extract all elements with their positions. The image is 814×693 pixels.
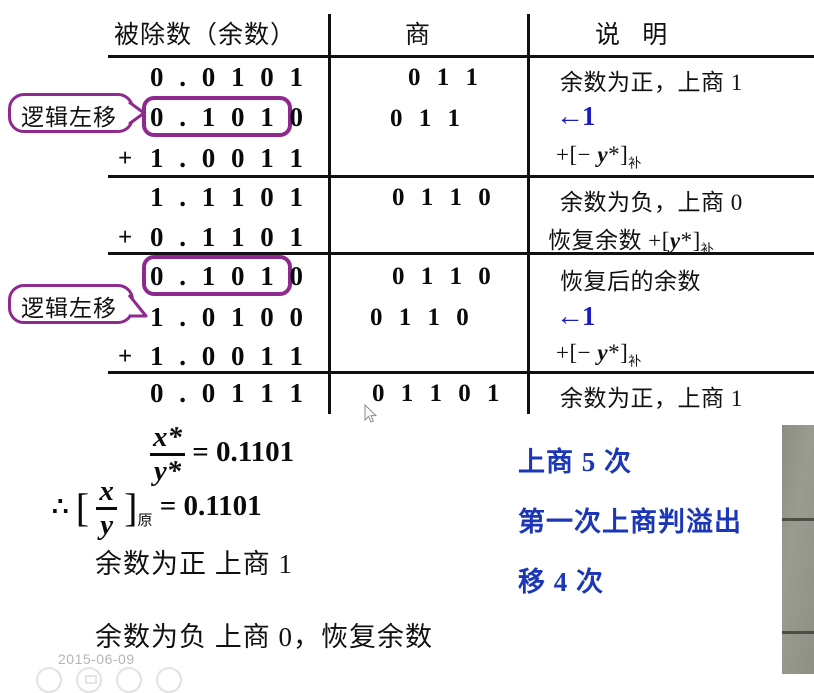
blue-note-quotient-count: 上商 5 次 <box>518 447 632 477</box>
dividend-value: 0 . 1 0 1 0 <box>150 102 308 132</box>
note-text: 余数为正，上商 1 <box>560 70 743 95</box>
footer-circle-icon-1[interactable] <box>36 667 62 693</box>
header-note: 说 明 <box>595 22 676 49</box>
operator-sign: + <box>118 145 133 172</box>
panel-seam <box>782 518 814 521</box>
left-arrow-icon: ← <box>556 301 584 332</box>
dividend-value: 0 . 0 1 1 1 <box>150 378 308 408</box>
callout-logical-left-shift-2: 逻辑左移 <box>8 284 134 324</box>
subscript-yuan: 原 <box>137 513 153 530</box>
callout-tail-icon-1 <box>128 100 146 126</box>
right-edge-panel <box>782 425 814 674</box>
callout-tail-icon-2 <box>128 294 148 318</box>
division-trace-table: 被除数（余数） 商 说 明 0 . 0 1 0 1 0 . 1 0 1 0 + … <box>8 14 814 423</box>
note-shift-left-1: ←1 <box>556 101 596 133</box>
table-column-divider-1 <box>328 14 331 414</box>
dividend-value: 0 . 1 1 0 1 <box>150 222 308 252</box>
quotient-value: 0 1 1 0 <box>392 263 496 290</box>
quotient-value: 0 1 1 0 <box>370 304 474 331</box>
formula-original-code: ∴ [ x y ]原 = 0.1101 <box>52 477 262 540</box>
shift-count: 1 <box>582 301 596 331</box>
rule-remainder-positive: 余数为正 上商 1 <box>95 549 293 579</box>
blue-note-shift-count: 移 4 次 <box>518 567 604 597</box>
operator-sign: + <box>118 224 133 251</box>
rule-remainder-negative: 余数为负 上商 0，恢复余数 <box>95 622 433 652</box>
dividend-value: 0 . 0 1 0 1 <box>150 62 308 92</box>
fraction-x-y: x y <box>96 477 117 540</box>
fraction-xstar-ystar: x* y* <box>150 423 185 486</box>
note-shift-left-2: ←1 <box>556 301 596 333</box>
table-rule-2 <box>108 252 814 255</box>
timestamp-label: 2015-06-09 <box>58 651 135 667</box>
fraction-denominator: y* <box>153 455 182 487</box>
note-text: 余数为负，上商 0 <box>560 190 743 215</box>
header-dividend: 被除数（余数） <box>114 22 297 49</box>
panel-seam <box>782 631 814 634</box>
note-add-complement: +[− y*]补 <box>556 340 642 369</box>
note-text: 余数为正，上商 1 <box>560 386 743 411</box>
footer-circle-icon-4[interactable] <box>156 667 182 693</box>
blue-note-overflow-check: 第一次上商判溢出 <box>518 507 742 537</box>
dividend-value: 1 . 0 1 0 0 <box>150 302 308 332</box>
footer-circle-icon-2[interactable] <box>76 667 102 693</box>
equals-sign: = <box>192 436 209 469</box>
callout-logical-left-shift-1: 逻辑左移 <box>8 93 134 133</box>
dividend-value: 0 . 1 0 1 0 <box>150 261 308 291</box>
table-column-divider-2 <box>527 14 530 414</box>
equals-sign: = <box>159 490 177 523</box>
table-rule-3 <box>108 371 814 374</box>
formula-xstar-over-ystar: x* y* = 0.1101 <box>150 423 294 486</box>
bracket-close: ] <box>124 485 138 531</box>
formula-1-result: 0.1101 <box>216 436 295 469</box>
fraction-denominator: y <box>100 509 114 541</box>
note-restore-remainder: 恢复余数 +[y*]补 <box>548 228 714 257</box>
note-add-complement: +[− y*]补 <box>556 142 642 171</box>
operator-sign: + <box>118 343 133 370</box>
quotient-value: 0 1 1 0 1 <box>372 380 505 407</box>
footer-icon-strip <box>36 667 256 693</box>
table-rule-header <box>108 55 814 58</box>
left-arrow-icon: ← <box>556 101 584 132</box>
fraction-numerator: x* <box>150 423 185 456</box>
footer-inner-shape <box>85 675 97 684</box>
highlight-box-2 <box>142 255 292 296</box>
header-quotient: 商 <box>405 22 432 49</box>
conclusion-area: x* y* = 0.1101 ∴ [ x y ]原 = 0.1101 余数为正 … <box>0 415 814 674</box>
therefore-symbol: ∴ <box>52 492 69 522</box>
dividend-value: 1 . 0 0 1 1 <box>150 341 308 371</box>
quotient-value: 0 1 1 <box>390 105 465 132</box>
bracket-open: [ <box>75 485 90 531</box>
mouse-cursor-icon <box>364 404 378 423</box>
dividend-value: 1 . 1 1 0 1 <box>150 182 308 212</box>
formula-2-result: 0.1101 <box>183 490 262 523</box>
quotient-value: 0 1 1 0 <box>392 184 496 211</box>
footer-circle-icon-3[interactable] <box>116 667 142 693</box>
dividend-value: 1 . 0 0 1 1 <box>150 143 308 173</box>
quotient-value: 0 1 1 <box>408 64 483 91</box>
highlight-box-1 <box>142 96 292 137</box>
shift-count: 1 <box>582 101 596 131</box>
note-text: 恢复后的余数 <box>560 269 701 294</box>
fraction-numerator: x <box>96 477 117 510</box>
table-rule-1 <box>108 175 814 178</box>
